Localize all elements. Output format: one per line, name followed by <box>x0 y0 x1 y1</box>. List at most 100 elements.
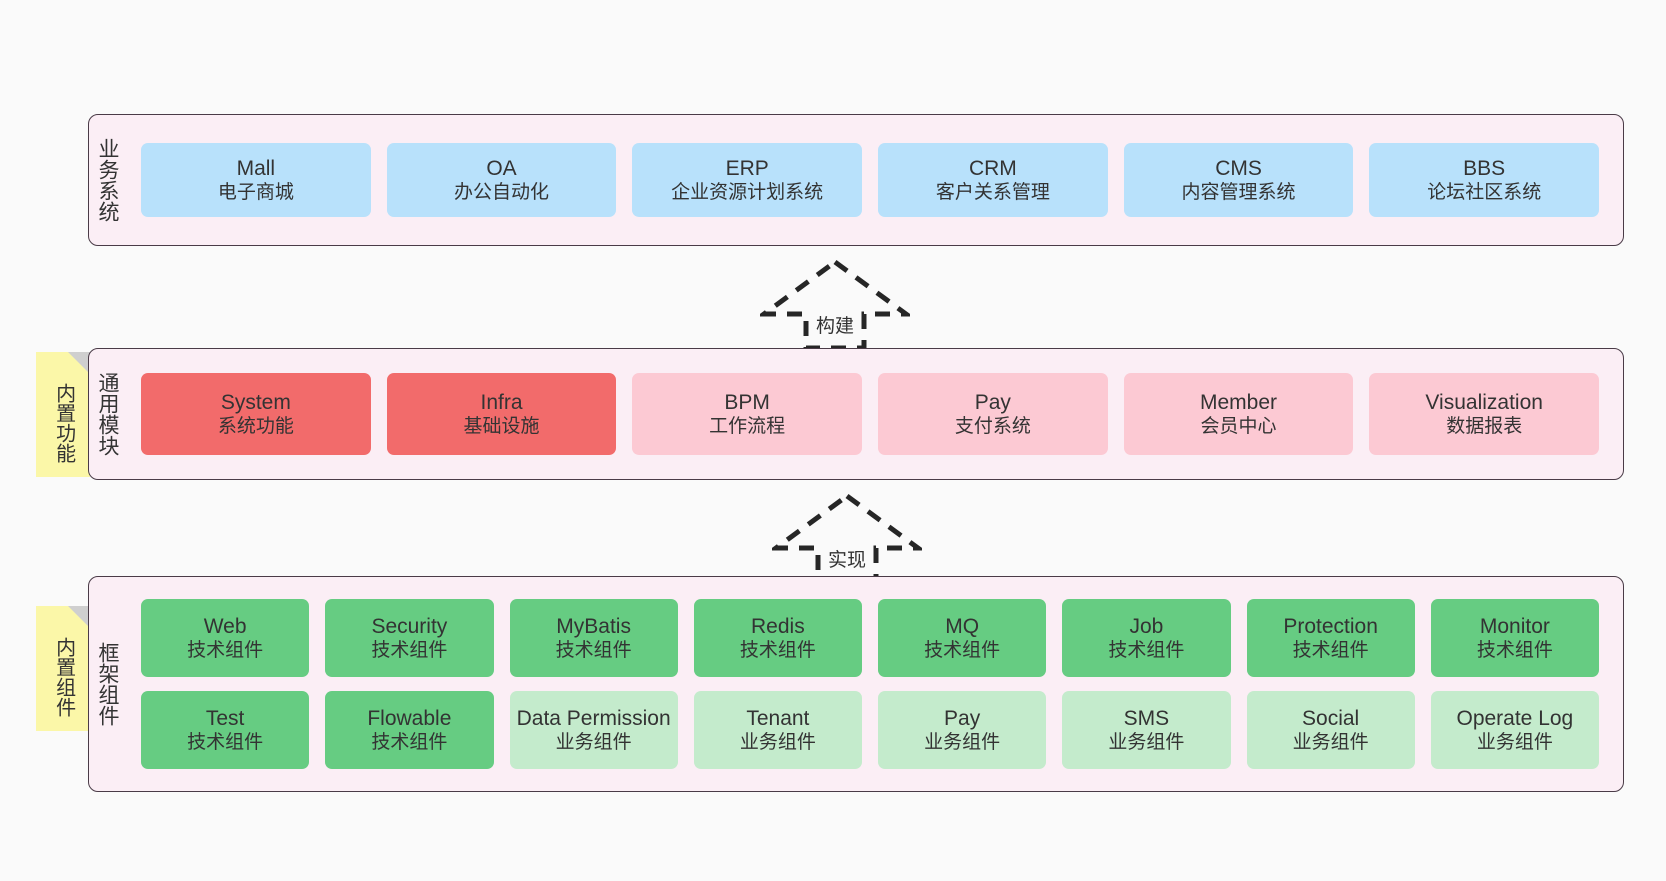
node-title: Visualization <box>1425 390 1543 414</box>
node-subtitle: 企业资源计划系统 <box>671 182 824 204</box>
node-subtitle: 基础设施 <box>463 416 540 438</box>
node-data-permission[interactable]: Data Permission 业务组件 <box>509 691 678 769</box>
node-title: Redis <box>751 614 805 638</box>
note-label: 内置功能 <box>52 382 75 463</box>
node-title: ERP <box>725 156 769 180</box>
cell: SMS 业务组件 <box>1054 691 1238 769</box>
node-title: BBS <box>1463 156 1506 180</box>
node-bbs[interactable]: BBS 论坛社区系统 <box>1369 143 1600 217</box>
cell: OA 办公自动化 <box>379 143 625 217</box>
cell: Visualization 数据报表 <box>1361 373 1607 455</box>
node-title: Member <box>1200 390 1278 414</box>
node-title: MyBatis <box>556 614 631 638</box>
node-test[interactable]: Test 技术组件 <box>141 691 310 769</box>
node-title: Infra <box>480 390 523 414</box>
node-operate-log[interactable]: Operate Log 业务组件 <box>1430 691 1599 769</box>
node-subtitle: 办公自动化 <box>454 182 550 204</box>
arrow-implement-label: 实现 <box>827 550 866 571</box>
arrow-implement: 实现 <box>772 492 922 584</box>
node-subtitle: 技术组件 <box>187 732 264 754</box>
cell: Redis 技术组件 <box>686 599 870 677</box>
cell: BBS 论坛社区系统 <box>1361 143 1607 217</box>
node-title: Operate Log <box>1456 706 1574 730</box>
node-title: Data Permission <box>516 706 671 730</box>
note-fold-icon <box>68 352 90 374</box>
box-row: Test 技术组件 Flowable 技术组件 Data Permission … <box>133 691 1607 769</box>
node-subtitle: 技术组件 <box>187 640 264 662</box>
arrow-build-label: 构建 <box>815 316 854 337</box>
node-subtitle: 论坛社区系统 <box>1427 182 1542 204</box>
node-mybatis[interactable]: MyBatis 技术组件 <box>509 599 678 677</box>
node-pay-component[interactable]: Pay 业务组件 <box>878 691 1047 769</box>
node-job[interactable]: Job 技术组件 <box>1062 599 1231 677</box>
node-subtitle: 业务组件 <box>555 732 632 754</box>
node-cms[interactable]: CMS 内容管理系统 <box>1123 143 1354 217</box>
node-crm[interactable]: CRM 客户关系管理 <box>878 143 1108 217</box>
node-redis[interactable]: Redis 技术组件 <box>693 599 862 677</box>
node-title: Security <box>371 614 448 638</box>
node-title: Mall <box>236 156 276 180</box>
node-subtitle: 技术组件 <box>555 640 632 662</box>
node-web[interactable]: Web 技术组件 <box>141 599 310 677</box>
node-protection[interactable]: Protection 技术组件 <box>1246 599 1415 677</box>
node-security[interactable]: Security 技术组件 <box>325 599 494 677</box>
cell: MQ 技术组件 <box>870 599 1054 677</box>
layer-common-module: 通用模块 System 系统功能 Infra 基础设施 <box>88 348 1624 480</box>
node-bpm[interactable]: BPM 工作流程 <box>632 373 863 455</box>
node-subtitle: 技术组件 <box>739 640 816 662</box>
node-visualization[interactable]: Visualization 数据报表 <box>1369 373 1600 455</box>
node-member[interactable]: Member 会员中心 <box>1123 373 1354 455</box>
cell: Monitor 技术组件 <box>1423 599 1607 677</box>
node-subtitle: 技术组件 <box>371 732 448 754</box>
node-sms[interactable]: SMS 业务组件 <box>1062 691 1231 769</box>
node-social[interactable]: Social 业务组件 <box>1246 691 1415 769</box>
layer-title-framework: 框架组件 <box>95 642 119 726</box>
node-title: CMS <box>1215 156 1262 180</box>
node-subtitle: 工作流程 <box>709 416 786 438</box>
node-title: SMS <box>1123 706 1170 730</box>
layer-body-framework: Web 技术组件 Security 技术组件 MyBatis 技术组件 <box>125 577 1623 791</box>
note-fold-icon <box>68 606 90 628</box>
box-row: System 系统功能 Infra 基础设施 BPM 工作流程 <box>133 373 1607 455</box>
cell: Test 技术组件 <box>133 691 317 769</box>
node-title: Flowable <box>367 706 452 730</box>
cell: Job 技术组件 <box>1054 599 1238 677</box>
node-monitor[interactable]: Monitor 技术组件 <box>1430 599 1599 677</box>
cell: Web 技术组件 <box>133 599 317 677</box>
node-system[interactable]: System 系统功能 <box>141 373 371 455</box>
node-subtitle: 客户关系管理 <box>935 182 1050 204</box>
node-subtitle: 业务组件 <box>924 732 1001 754</box>
node-title: OA <box>486 156 517 180</box>
node-flowable[interactable]: Flowable 技术组件 <box>325 691 494 769</box>
node-pay[interactable]: Pay 支付系统 <box>878 373 1108 455</box>
node-subtitle: 电子商城 <box>217 182 294 204</box>
node-subtitle: 业务组件 <box>1476 732 1553 754</box>
node-subtitle: 数据报表 <box>1446 416 1523 438</box>
node-title: BPM <box>724 390 770 414</box>
node-infra[interactable]: Infra 基础设施 <box>386 373 617 455</box>
layer-business-system: 业务系统 Mall 电子商城 OA 办公自动化 ERP <box>88 114 1624 246</box>
node-mall[interactable]: Mall 电子商城 <box>141 143 371 217</box>
layer-title-business: 业务系统 <box>95 138 119 222</box>
node-erp[interactable]: ERP 企业资源计划系统 <box>632 143 863 217</box>
note-builtin-function: 内置功能 <box>36 352 90 477</box>
cell: Social 业务组件 <box>1239 691 1423 769</box>
node-mq[interactable]: MQ 技术组件 <box>878 599 1047 677</box>
note-label: 内置组件 <box>52 636 75 717</box>
node-subtitle: 业务组件 <box>1108 732 1185 754</box>
node-subtitle: 技术组件 <box>371 640 448 662</box>
node-tenant[interactable]: Tenant 业务组件 <box>693 691 862 769</box>
cell: Operate Log 业务组件 <box>1423 691 1607 769</box>
node-title: Test <box>205 706 245 730</box>
node-title: Tenant <box>746 706 810 730</box>
node-subtitle: 业务组件 <box>739 732 816 754</box>
node-subtitle: 会员中心 <box>1200 416 1277 438</box>
layer-body-common: System 系统功能 Infra 基础设施 BPM 工作流程 <box>125 349 1623 479</box>
cell: CMS 内容管理系统 <box>1116 143 1362 217</box>
node-subtitle: 技术组件 <box>924 640 1001 662</box>
node-oa[interactable]: OA 办公自动化 <box>386 143 617 217</box>
arrow-build: 构建 <box>760 258 910 350</box>
node-title: Pay <box>974 390 1011 414</box>
node-subtitle: 系统功能 <box>217 416 294 438</box>
